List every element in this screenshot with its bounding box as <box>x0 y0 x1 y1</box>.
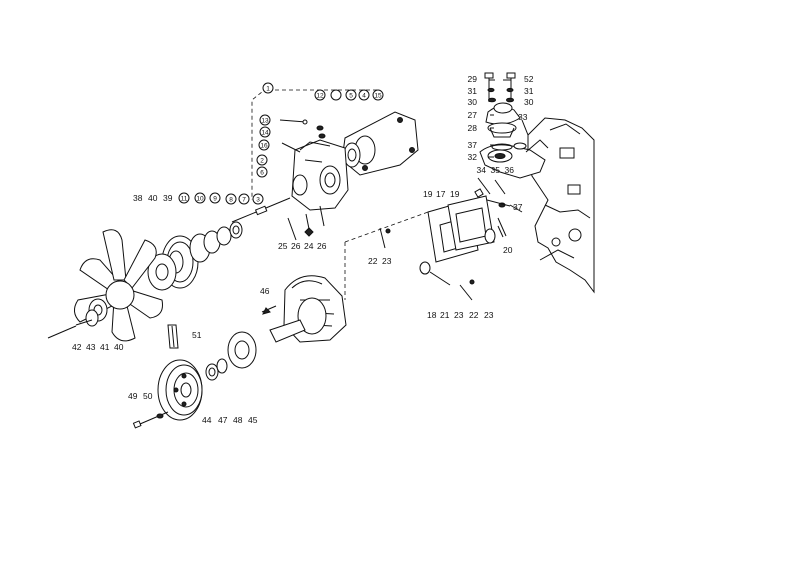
callout-3-label: 3 <box>256 197 260 204</box>
callout-6-label: 6 <box>260 170 264 177</box>
callout-9b <box>330 89 342 101</box>
callout-20: 20 <box>503 245 513 255</box>
callout-47: 47 <box>218 415 228 425</box>
callout-4-label: 4 <box>362 93 366 100</box>
callout-14: 14 <box>259 126 271 138</box>
callout-22b: 22 <box>469 310 479 320</box>
callout-40a: 40 <box>148 193 158 203</box>
callout-7-label: 7 <box>242 197 246 204</box>
callout-44: 44 <box>202 415 212 425</box>
callout-4: 4 <box>358 89 370 101</box>
callout-11-label: 11 <box>181 196 188 203</box>
callout-1-label: 1 <box>266 86 270 93</box>
callout-15-label: 15 <box>374 93 382 100</box>
callout-13-label: 13 <box>261 118 269 125</box>
timing-cover-assembly <box>261 275 347 343</box>
callout-8-label: 8 <box>229 197 233 204</box>
callout-23c: 23 <box>484 310 494 320</box>
circled-callouts: 1 2 3 4 5 6 7 8 9 10 11 12 13 14 15 16 <box>178 82 384 205</box>
callout-41: 41 <box>100 342 110 352</box>
thermostat-assembly <box>474 72 549 213</box>
callout-36: 36 <box>505 165 515 175</box>
fan-pulley-assembly <box>147 221 243 291</box>
callout-7: 7 <box>238 193 250 205</box>
callout-29: 29 <box>468 74 478 84</box>
callout-34: 34 <box>477 165 487 175</box>
callout-9: 9 <box>209 192 221 204</box>
callout-6: 6 <box>256 166 268 178</box>
callout-10-label: 10 <box>196 196 204 203</box>
leader-lines <box>47 79 529 339</box>
callout-39: 39 <box>163 193 173 203</box>
callout-50: 50 <box>143 391 153 401</box>
callout-46: 46 <box>260 286 270 296</box>
callout-30b: 30 <box>524 97 534 107</box>
crankshaft-pulley <box>132 331 257 429</box>
callout-23a: 23 <box>382 256 392 266</box>
callout-2: 2 <box>256 154 268 166</box>
callout-22a: 22 <box>368 256 378 266</box>
oil-cooler-plates <box>344 195 507 301</box>
callout-17: 17 <box>436 189 446 199</box>
callout-33: 33 <box>518 112 528 122</box>
callout-25: 25 <box>278 241 288 251</box>
callout-35: 35 <box>491 165 501 175</box>
engine-block <box>527 117 595 294</box>
callout-28: 28 <box>468 123 478 133</box>
callout-3: 3 <box>252 193 264 205</box>
callout-51: 51 <box>192 330 202 340</box>
callout-37a: 37 <box>468 140 478 150</box>
callout-19b: 19 <box>450 189 460 199</box>
callout-10: 10 <box>194 192 206 204</box>
callout-8: 8 <box>225 193 237 205</box>
callout-52: 52 <box>524 74 534 84</box>
cooling-fan <box>74 229 163 342</box>
callout-2-label: 2 <box>260 158 264 165</box>
callout-23b: 23 <box>454 310 464 320</box>
callout-45: 45 <box>248 415 258 425</box>
callout-21: 21 <box>440 310 450 320</box>
callout-30a: 30 <box>468 97 478 107</box>
callout-40b: 40 <box>114 342 124 352</box>
callout-37b: 37 <box>513 202 523 212</box>
callout-13: 13 <box>259 114 271 126</box>
callout-19a: 19 <box>423 189 433 199</box>
callout-42: 42 <box>72 342 82 352</box>
callout-15: 15 <box>372 89 384 101</box>
callout-48: 48 <box>233 415 243 425</box>
callout-12-label: 12 <box>316 93 324 100</box>
callout-1: 1 <box>262 82 274 94</box>
callout-43: 43 <box>86 342 96 352</box>
callout-38: 38 <box>133 193 143 203</box>
callout-24: 24 <box>304 241 314 251</box>
callout-18: 18 <box>427 310 437 320</box>
fan-belt <box>167 324 179 349</box>
callout-31a: 31 <box>468 86 478 96</box>
callout-5-label: 5 <box>349 93 353 100</box>
callout-16-label: 16 <box>260 143 268 150</box>
water-pump-assembly <box>231 87 419 241</box>
callout-11: 11 <box>178 192 190 204</box>
callout-27: 27 <box>468 110 478 120</box>
callout-32: 32 <box>468 152 478 162</box>
callout-31b: 31 <box>524 86 534 96</box>
callout-49: 49 <box>128 391 138 401</box>
callout-5: 5 <box>345 89 357 101</box>
callout-9-label: 9 <box>213 196 217 203</box>
callout-26b: 26 <box>317 241 327 251</box>
plain-callouts: 29 31 30 27 28 37 32 52 31 30 33 34 35 3… <box>72 74 534 425</box>
callout-14-label: 14 <box>261 130 269 137</box>
callout-12: 12 <box>314 89 326 101</box>
callout-26a: 26 <box>291 241 301 251</box>
callout-16: 16 <box>258 139 270 151</box>
